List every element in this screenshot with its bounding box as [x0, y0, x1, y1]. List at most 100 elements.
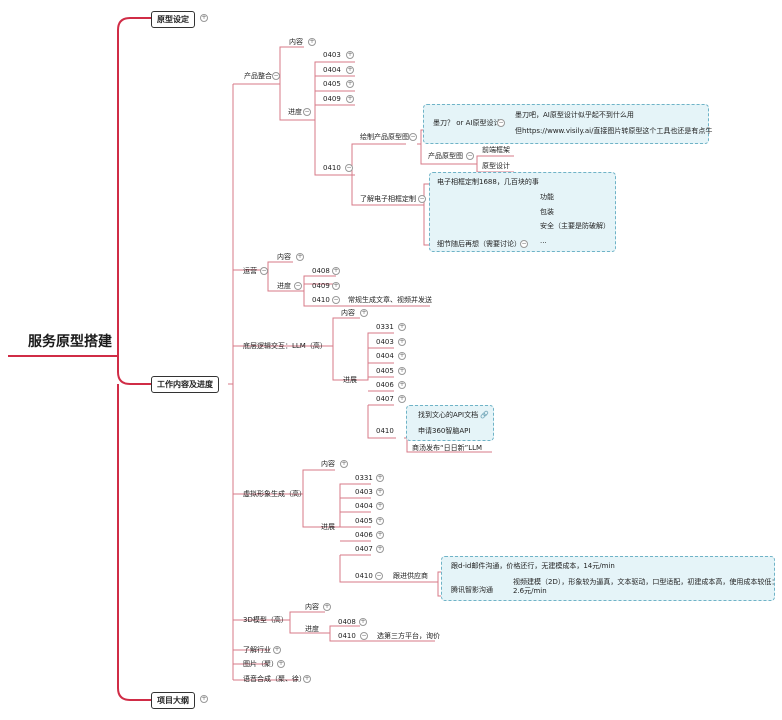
expand-toggle-icon[interactable]: +: [398, 338, 406, 346]
date-node[interactable]: 0408: [312, 267, 330, 275]
section-prototype[interactable]: 原型设定: [151, 11, 195, 28]
avatar-progress[interactable]: 进展: [321, 523, 335, 531]
date-node[interactable]: 0410: [376, 427, 394, 435]
expand-toggle-icon[interactable]: +: [346, 80, 354, 88]
model3d-progress[interactable]: 进度: [305, 625, 319, 633]
collapse-toggle-icon[interactable]: −: [345, 164, 353, 172]
prototype-design[interactable]: 原型设计: [482, 162, 510, 170]
expand-toggle-icon[interactable]: +: [376, 545, 384, 553]
ops-content[interactable]: 内容: [277, 253, 291, 261]
date-node[interactable]: 0404: [355, 502, 373, 510]
collapse-toggle-icon[interactable]: −: [520, 240, 528, 248]
llm-content[interactable]: 内容: [341, 309, 355, 317]
operations[interactable]: 运营: [243, 267, 257, 275]
product-integration[interactable]: 产品整合: [244, 72, 272, 80]
expand-toggle-icon[interactable]: +: [398, 381, 406, 389]
expand-toggle-icon[interactable]: +: [346, 51, 354, 59]
date-node[interactable]: 0409: [323, 95, 341, 103]
collapse-toggle-icon[interactable]: −: [375, 572, 383, 580]
ecard-item[interactable]: 包装: [540, 208, 554, 216]
prototype-answer-2[interactable]: 但https://www.visily.ai/直接图片转原型这个工具也还是有点牛: [515, 127, 713, 135]
section-work[interactable]: 工作内容及进度: [151, 376, 219, 393]
ecard-item[interactable]: ...: [540, 237, 547, 245]
expand-toggle-icon[interactable]: +: [340, 460, 348, 468]
expand-toggle-icon[interactable]: +: [277, 660, 285, 668]
expand-toggle-icon[interactable]: +: [332, 267, 340, 275]
collapse-toggle-icon[interactable]: −: [497, 119, 505, 127]
expand-toggle-icon[interactable]: +: [398, 395, 406, 403]
date-node[interactable]: 0407: [355, 545, 373, 553]
wenxin-api-doc[interactable]: 找到文心的API文档🔗: [418, 411, 489, 420]
date-node[interactable]: 0410: [355, 572, 373, 580]
expand-toggle-icon[interactable]: +: [346, 66, 354, 74]
date-node[interactable]: 0405: [323, 80, 341, 88]
link-icon[interactable]: 🔗: [480, 411, 489, 419]
ecard-cost[interactable]: 电子相框定制1688，几百块的事: [437, 178, 539, 186]
prototype-answer-1[interactable]: 墨刀吧，AI原型设计似乎起不到什么用: [515, 111, 634, 119]
expand-toggle-icon[interactable]: +: [200, 14, 208, 22]
collapse-toggle-icon[interactable]: −: [418, 195, 426, 203]
date-node[interactable]: 0408: [338, 618, 356, 626]
date-node[interactable]: 0405: [376, 367, 394, 375]
date-node[interactable]: 0403: [323, 51, 341, 59]
date-node[interactable]: 0331: [376, 323, 394, 331]
ecard-item[interactable]: 安全（主要是防破解）: [540, 222, 610, 230]
date-node[interactable]: 0403: [355, 488, 373, 496]
image-topic[interactable]: 图片（聚）: [243, 660, 278, 668]
expand-toggle-icon[interactable]: +: [376, 531, 384, 539]
date-node[interactable]: 0404: [376, 352, 394, 360]
root-topic[interactable]: 服务原型搭建: [28, 334, 112, 350]
did-communication[interactable]: 跟d-id邮件沟通，价格还行，无建模成本，14元/min: [451, 562, 615, 570]
tencent-note[interactable]: 视频建模（2D），形象较为逼真，文本驱动，口型适配，初建成本高，使用成本较低： …: [513, 578, 778, 596]
expand-toggle-icon[interactable]: +: [376, 474, 384, 482]
collapse-toggle-icon[interactable]: −: [409, 133, 417, 141]
llm-logic[interactable]: 底层逻辑交互：LLM（高）: [243, 342, 327, 350]
sensetime-release[interactable]: 商汤发布“日日新”LLM: [412, 444, 483, 452]
prototype-question[interactable]: 墨刀？ or AI原型设计: [433, 119, 501, 127]
date-node[interactable]: 0405: [355, 517, 373, 525]
expand-toggle-icon[interactable]: +: [200, 695, 208, 703]
ops-progress[interactable]: 进度: [277, 282, 291, 290]
collapse-toggle-icon[interactable]: −: [360, 632, 368, 640]
section-outline[interactable]: 项目大纲: [151, 692, 195, 709]
model3d-content[interactable]: 内容: [305, 603, 319, 611]
expand-toggle-icon[interactable]: +: [376, 488, 384, 496]
date-node[interactable]: 0407: [376, 395, 394, 403]
date-node[interactable]: 0403: [376, 338, 394, 346]
expand-toggle-icon[interactable]: +: [346, 95, 354, 103]
apply-360-api[interactable]: 申请360智脑API: [418, 427, 471, 435]
expand-toggle-icon[interactable]: +: [296, 253, 304, 261]
date-node[interactable]: 0409: [312, 282, 330, 290]
expand-toggle-icon[interactable]: +: [323, 603, 331, 611]
expand-toggle-icon[interactable]: +: [398, 352, 406, 360]
tencent-communication[interactable]: 腾讯智影沟通: [451, 586, 493, 594]
product-progress[interactable]: 进度: [288, 108, 302, 116]
date-node[interactable]: 0406: [376, 381, 394, 389]
model-3d[interactable]: 3D模型（高）: [243, 616, 288, 624]
expand-toggle-icon[interactable]: +: [359, 618, 367, 626]
date-node[interactable]: 0410: [338, 632, 356, 640]
avatar-generation[interactable]: 虚拟形象生成（高）: [243, 490, 306, 498]
date-node[interactable]: 0406: [355, 531, 373, 539]
expand-toggle-icon[interactable]: +: [360, 309, 368, 317]
collapse-toggle-icon[interactable]: −: [466, 152, 474, 160]
voice-synthesis[interactable]: 语音合成（聚、徐）: [243, 675, 306, 683]
collapse-toggle-icon[interactable]: −: [272, 72, 280, 80]
date-node[interactable]: 0410: [312, 296, 330, 304]
understand-industry[interactable]: 了解行业: [243, 646, 271, 654]
date-node[interactable]: 0331: [355, 474, 373, 482]
expand-toggle-icon[interactable]: +: [376, 502, 384, 510]
expand-toggle-icon[interactable]: +: [332, 282, 340, 290]
date-node[interactable]: 0404: [323, 66, 341, 74]
ops-note[interactable]: 常规生成文章、视频并发送: [348, 296, 432, 304]
expand-toggle-icon[interactable]: +: [308, 38, 316, 46]
llm-progress[interactable]: 进展: [343, 376, 357, 384]
date-node[interactable]: 0410: [323, 164, 341, 172]
collapse-toggle-icon[interactable]: −: [303, 108, 311, 116]
ecard-item[interactable]: 功能: [540, 193, 554, 201]
ecard-details[interactable]: 细节随后再想（需要讨论）: [437, 240, 521, 248]
expand-toggle-icon[interactable]: +: [398, 367, 406, 375]
collapse-toggle-icon[interactable]: −: [332, 296, 340, 304]
collapse-toggle-icon[interactable]: −: [294, 282, 302, 290]
model3d-note[interactable]: 选第三方平台，询价: [377, 632, 440, 640]
